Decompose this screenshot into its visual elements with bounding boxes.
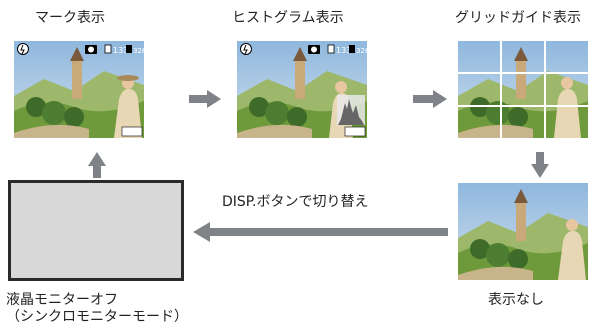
label-grid-guide-display: グリッドガイド表示 xyxy=(455,10,581,26)
label-histogram-display: ヒストグラム表示 xyxy=(232,10,344,26)
label-monitor-off-line2: （シンクロモニターモード） xyxy=(6,309,188,325)
screen-grid-guide-display xyxy=(458,41,588,138)
image-size: 3264 xyxy=(133,47,144,55)
screen-histogram-display: 133 3264 xyxy=(237,41,367,138)
shots-remaining: 133 xyxy=(113,46,128,55)
label-no-display: 表示なし xyxy=(488,292,544,308)
screen-no-display xyxy=(458,183,588,280)
label-monitor-off-line1: 液晶モニターオフ xyxy=(6,292,118,308)
arrow-right-2 xyxy=(413,90,447,108)
grid-lines xyxy=(458,41,588,138)
label-mark-display: マーク表示 xyxy=(35,10,105,26)
svg-text:133: 133 xyxy=(336,46,351,55)
arrow-down xyxy=(531,152,549,178)
arrow-right-1 xyxy=(189,90,221,108)
arrow-left-long xyxy=(193,222,448,242)
histogram-graph xyxy=(338,99,364,125)
disp-button-instruction: DISP.ボタンで切り替え xyxy=(222,194,369,210)
svg-text:3264: 3264 xyxy=(356,47,367,55)
arrow-up xyxy=(88,152,106,178)
screen-monitor-off xyxy=(8,180,184,281)
label-monitor-off: 液晶モニターオフ （シンクロモニターモード） xyxy=(6,292,188,326)
screen-mark-display: 133 3264 xyxy=(14,41,144,138)
